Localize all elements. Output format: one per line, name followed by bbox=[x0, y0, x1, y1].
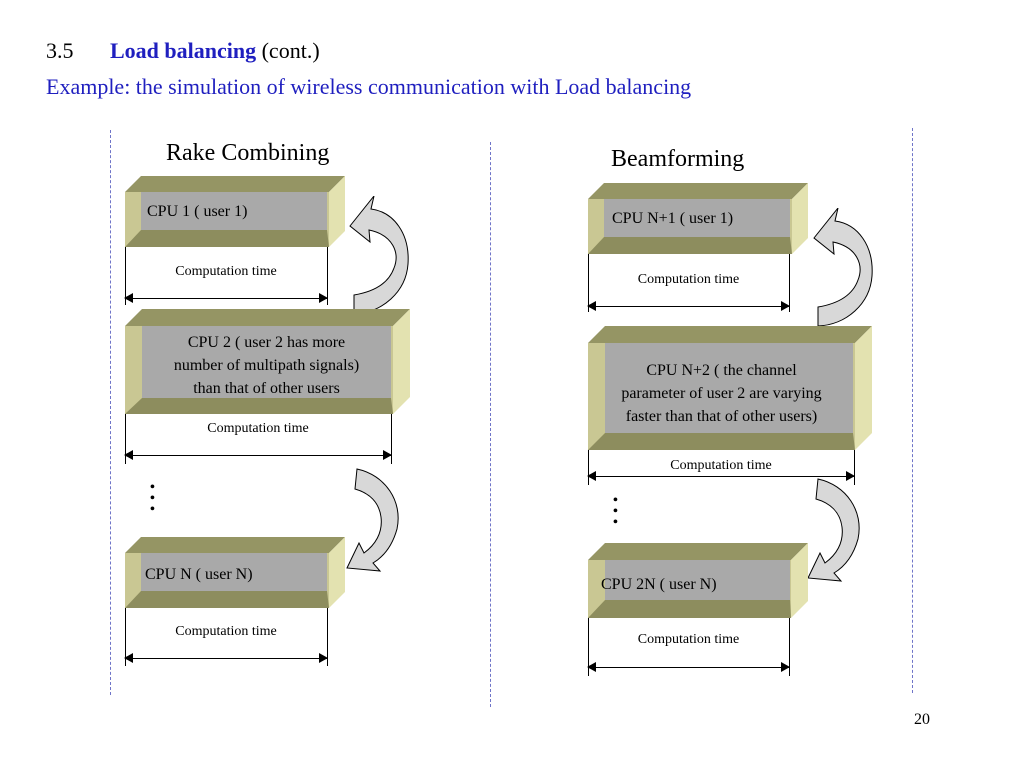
cpu-2-label-line-3: than that of other users bbox=[193, 379, 340, 397]
computation-time-arrow bbox=[587, 662, 790, 672]
beamforming-title: Beamforming bbox=[611, 146, 745, 172]
cpu-2-label-line-1: CPU 2 ( user 2 has more bbox=[187, 333, 346, 351]
cpu-n-plus-2-label: CPU N+2 ( the channel parameter of user … bbox=[588, 348, 855, 438]
cpu-block-n-shape bbox=[125, 537, 345, 608]
cpu-block-1: CPU 1 ( user 1) bbox=[125, 176, 345, 247]
curved-arrow-icon bbox=[807, 478, 860, 582]
tick-left-end bbox=[327, 247, 328, 305]
ellipsis-left: ••• bbox=[150, 480, 155, 517]
computation-time-label: Computation time bbox=[175, 264, 277, 279]
right-divider bbox=[912, 128, 913, 693]
ellipsis-right: ••• bbox=[613, 493, 618, 530]
cpu-block-n-plus-1-shape bbox=[588, 183, 808, 254]
tick-left-start bbox=[125, 608, 126, 666]
section-keyword: Load balancing bbox=[110, 38, 257, 63]
cpu-n-label: CPU N ( user N) bbox=[145, 565, 253, 583]
cpu-1-label: CPU 1 ( user 1) bbox=[147, 202, 248, 220]
tick-left-start bbox=[125, 247, 126, 305]
curved-arrow-icon bbox=[349, 196, 409, 315]
cpu-block-n-plus-1: CPU N+1 ( user 1) bbox=[588, 183, 808, 254]
tick-right-end bbox=[854, 450, 855, 485]
computation-time-label: Computation time bbox=[175, 624, 277, 639]
computation-time-arrow bbox=[124, 653, 328, 663]
cpu-n-plus-1-label: CPU N+1 ( user 1) bbox=[612, 209, 734, 227]
section-suffix: (cont.) bbox=[261, 38, 320, 63]
tick-right-end bbox=[789, 618, 790, 676]
cpu-2n-label: CPU 2N ( user N) bbox=[601, 575, 717, 593]
cpu-block-n: CPU N ( user N) bbox=[125, 537, 345, 608]
cpu-n-plus-2-label-line-3: faster than that of other users) bbox=[625, 407, 818, 425]
computation-time-label: Computation time bbox=[207, 421, 309, 436]
left-divider bbox=[110, 130, 111, 695]
computation-time-arrow bbox=[587, 301, 790, 311]
tick-left-end bbox=[327, 608, 328, 666]
computation-time-arrow bbox=[124, 450, 392, 460]
tick-right-start bbox=[588, 254, 589, 312]
tick-left-end bbox=[391, 414, 392, 464]
section-heading: 3.5 Load balancing (cont.) bbox=[46, 38, 320, 64]
cpu-block-2n: CPU 2N ( user N) bbox=[588, 543, 808, 618]
cpu-2-label-line-2: number of multipath signals) bbox=[173, 356, 360, 374]
cpu-block-2n-shape bbox=[588, 543, 808, 618]
computation-time-label: Computation time bbox=[637, 632, 740, 647]
tick-right-start bbox=[588, 450, 589, 485]
center-divider bbox=[490, 142, 491, 707]
computation-time-arrow bbox=[124, 293, 328, 303]
slide-subtitle: Example: the simulation of wireless comm… bbox=[46, 74, 692, 99]
cpu-block-1-shape bbox=[125, 176, 345, 247]
rake-combining-title: Rake Combining bbox=[166, 140, 330, 166]
tick-right-start bbox=[588, 618, 589, 676]
curved-arrow-icon bbox=[813, 208, 873, 327]
cpu-block-n-plus-2: CPU N+2 ( the channel parameter of user … bbox=[588, 326, 872, 450]
cpu-n-plus-2-label-line-2: parameter of user 2 are varying bbox=[621, 384, 822, 402]
cpu-block-n-plus-2-shape bbox=[588, 326, 872, 450]
tick-right-end bbox=[789, 254, 790, 312]
computation-time-arrow bbox=[587, 471, 855, 481]
cpu-block-2-shape bbox=[125, 309, 410, 414]
cpu-block-2: CPU 2 ( user 2 has more number of multip… bbox=[125, 309, 410, 414]
curved-arrow-icon bbox=[346, 468, 399, 572]
computation-time-label: Computation time bbox=[637, 272, 740, 287]
computation-time-label: Computation time bbox=[670, 458, 772, 473]
page-number: 20 bbox=[914, 711, 930, 728]
cpu-2-label: CPU 2 ( user 2 has more number of multip… bbox=[142, 329, 391, 401]
cpu-n-plus-2-label-line-1: CPU N+2 ( the channel bbox=[646, 361, 797, 379]
section-number: 3.5 bbox=[46, 38, 74, 63]
tick-left-start bbox=[125, 414, 126, 464]
